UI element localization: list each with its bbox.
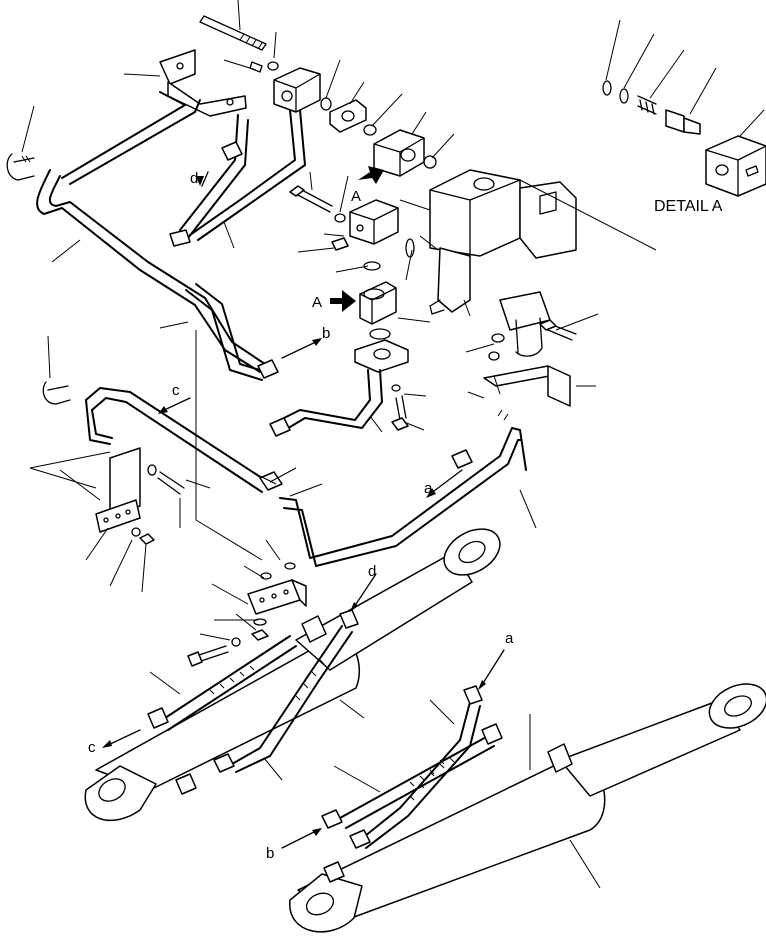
hydraulic-cylinder-left [84, 528, 501, 821]
bracket-right [483, 319, 577, 407]
upper-tube [36, 91, 266, 373]
view-arrow-a-upper: A [351, 166, 384, 205]
hydraulic-cylinder-right [289, 683, 766, 933]
connection-label-c-bottom: c [88, 739, 96, 756]
o-ring-5 [405, 238, 415, 258]
view-label-a-upper: A [351, 188, 361, 205]
o-ring-1 [320, 97, 332, 111]
bolt-lower [187, 637, 241, 667]
flange-block-lower [359, 281, 397, 325]
view-arrow-a-lower: A [312, 290, 356, 312]
flange-block-a [373, 129, 425, 177]
bolt-small-mid [391, 384, 409, 431]
detail-a-label: DETAIL A [654, 198, 723, 215]
mount-bracket-lower [195, 330, 307, 641]
connection-label-b-top: b [322, 325, 330, 342]
top-pipe [189, 109, 306, 241]
tube-b: b [185, 283, 330, 381]
u-clamp-top [6, 153, 35, 181]
o-ring-6 [369, 328, 391, 340]
flange-block-top [273, 67, 321, 113]
flange-plate [329, 99, 367, 133]
hose-c-lower: c [88, 635, 297, 756]
flange-block-mid [349, 199, 399, 245]
control-valve [399, 169, 577, 357]
o-ring-4 [363, 261, 381, 271]
flange-elbow [269, 339, 409, 437]
connection-label-c-top: c [172, 382, 180, 399]
connection-label-d-bottom: d [368, 563, 376, 580]
detail-a: DETAIL A [602, 80, 766, 215]
hose-d-lower: d [213, 563, 377, 773]
connection-label-b-bottom: b [266, 845, 274, 862]
connection-label-a-bottom: a [505, 630, 514, 647]
o-ring-3 [423, 155, 437, 169]
hose-b-lower: b [266, 723, 503, 862]
bolt-mid [289, 185, 346, 223]
view-label-a-lower: A [312, 294, 322, 311]
tube-a: a [279, 409, 527, 567]
upper-bracket [159, 49, 247, 117]
connection-label-a-top: a [424, 480, 433, 497]
leader-lines [21, 0, 765, 889]
hose-d-top-arrow: d [190, 170, 209, 187]
connection-label-d-top: d [190, 170, 198, 187]
plug-mid [331, 237, 349, 251]
top-bolt [199, 15, 279, 73]
o-ring-2 [363, 124, 377, 136]
u-clamp-mid [42, 381, 71, 405]
hose-d-top [169, 114, 249, 247]
mount-bracket-left [95, 447, 185, 545]
